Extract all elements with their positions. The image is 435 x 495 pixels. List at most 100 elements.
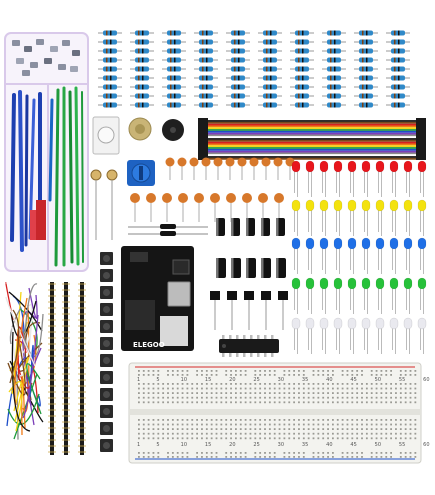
breadboard-column-number: 5 [156, 377, 159, 383]
resistor-icon [258, 66, 282, 72]
ribbon-connector-left [198, 118, 208, 160]
resistor-icon [386, 39, 410, 45]
pin-header-strips [48, 282, 86, 455]
capacitor-icon [210, 193, 220, 222]
jumper-wire-icon [11, 291, 22, 394]
capacitor-icon [237, 157, 247, 180]
led-icon [333, 160, 343, 197]
pin-header-icon [48, 282, 56, 455]
resistor-icon [354, 93, 378, 99]
resistor-icon [322, 75, 346, 81]
resistor-icon [130, 93, 154, 99]
ribbon-connector-right [416, 118, 426, 160]
resistor-icon [162, 57, 186, 63]
jumper-wire-icon [21, 313, 44, 358]
capacitor-icon [273, 157, 283, 180]
resistor-icon [226, 66, 250, 72]
jumper-wire-bundle-green [48, 86, 84, 267]
breadboard-column-number: 40 [326, 377, 332, 383]
resistor-icon [290, 30, 314, 36]
power-module-icon: ELEGOO [121, 246, 194, 351]
led-icon [361, 237, 371, 274]
electrolytic-capacitor-icon [231, 218, 240, 236]
resistor-icon [290, 48, 314, 54]
component-box [4, 32, 89, 272]
led-icon [361, 160, 371, 197]
led-icon [319, 277, 329, 314]
resistor-icon [258, 48, 282, 54]
capacitor-icon [242, 193, 252, 222]
jumper-wire-icon [17, 342, 43, 372]
jumper-wire-icon [7, 339, 27, 396]
resistor-icon [290, 66, 314, 72]
breadboard-column-number: 45 [350, 442, 356, 448]
led-icon [417, 317, 427, 354]
push-button-column [100, 252, 113, 452]
led-icon [305, 160, 315, 197]
led-icon [319, 199, 329, 236]
electrolytic-capacitor-icon [276, 218, 285, 236]
resistor-icon [98, 30, 122, 36]
breadboard-column-number: 30 [278, 442, 284, 448]
led-icon [305, 277, 315, 314]
resistor-icon [98, 84, 122, 90]
resistor-icon [322, 39, 346, 45]
led-icon [375, 199, 385, 236]
led-icon [347, 199, 357, 236]
resistor-icon [386, 48, 410, 54]
led-icon [375, 237, 385, 274]
capacitor-icon [249, 157, 259, 180]
led-icon [305, 237, 315, 274]
capacitor-icon [177, 157, 187, 180]
push-button-icon [100, 388, 113, 401]
capacitor-icon [162, 193, 172, 222]
transistor-icon [261, 291, 271, 330]
resistor-icon [322, 102, 346, 108]
electrolytic-capacitor-icon [216, 258, 226, 278]
capacitor-icon [226, 193, 236, 222]
breadboard-column-number: 15 [205, 442, 211, 448]
capacitor-icon [146, 193, 156, 222]
resistor-icon [258, 39, 282, 45]
resistor-icon [194, 84, 218, 90]
led-icon [291, 237, 301, 274]
led-icon [361, 199, 371, 236]
led-icon [361, 277, 371, 314]
resistor-icon [290, 75, 314, 81]
resistor-icon [194, 39, 218, 45]
resistor-icon [322, 93, 346, 99]
resistor-icon [162, 93, 186, 99]
resistor-icon [322, 66, 346, 72]
resistor-icon [386, 30, 410, 36]
resistor-icon [226, 102, 250, 108]
potentiometer-icon [127, 160, 155, 186]
breadboard-column-number: 55 [399, 377, 405, 383]
capacitor-icon [201, 157, 211, 180]
push-button-icon [100, 354, 113, 367]
resistor-icon [258, 75, 282, 81]
relay-module [92, 116, 120, 155]
led-icon [417, 277, 427, 314]
resistor-icon [194, 102, 218, 108]
resistor-icon [130, 84, 154, 90]
breadboard-column-number: 15 [205, 377, 211, 383]
resistor-icon [194, 30, 218, 36]
led-icon [389, 237, 399, 274]
led-icon [291, 160, 301, 197]
resistor-icon [258, 84, 282, 90]
resistor-icon [290, 39, 314, 45]
brand-label: ELEGOO [133, 341, 165, 349]
resistor-icon [386, 102, 410, 108]
resistor-icon [322, 84, 346, 90]
resistor-icon [386, 66, 410, 72]
jumper-wire-icon [22, 314, 39, 419]
breadboard-column-number: 10 [181, 377, 187, 383]
led-icon [333, 237, 343, 274]
led-icon [333, 199, 343, 236]
jumper-wire-icon [13, 357, 29, 423]
push-button-icon [100, 303, 113, 316]
breadboard-column-number: 25 [253, 377, 259, 383]
resistor-icon [386, 57, 410, 63]
led-icon [389, 199, 399, 236]
